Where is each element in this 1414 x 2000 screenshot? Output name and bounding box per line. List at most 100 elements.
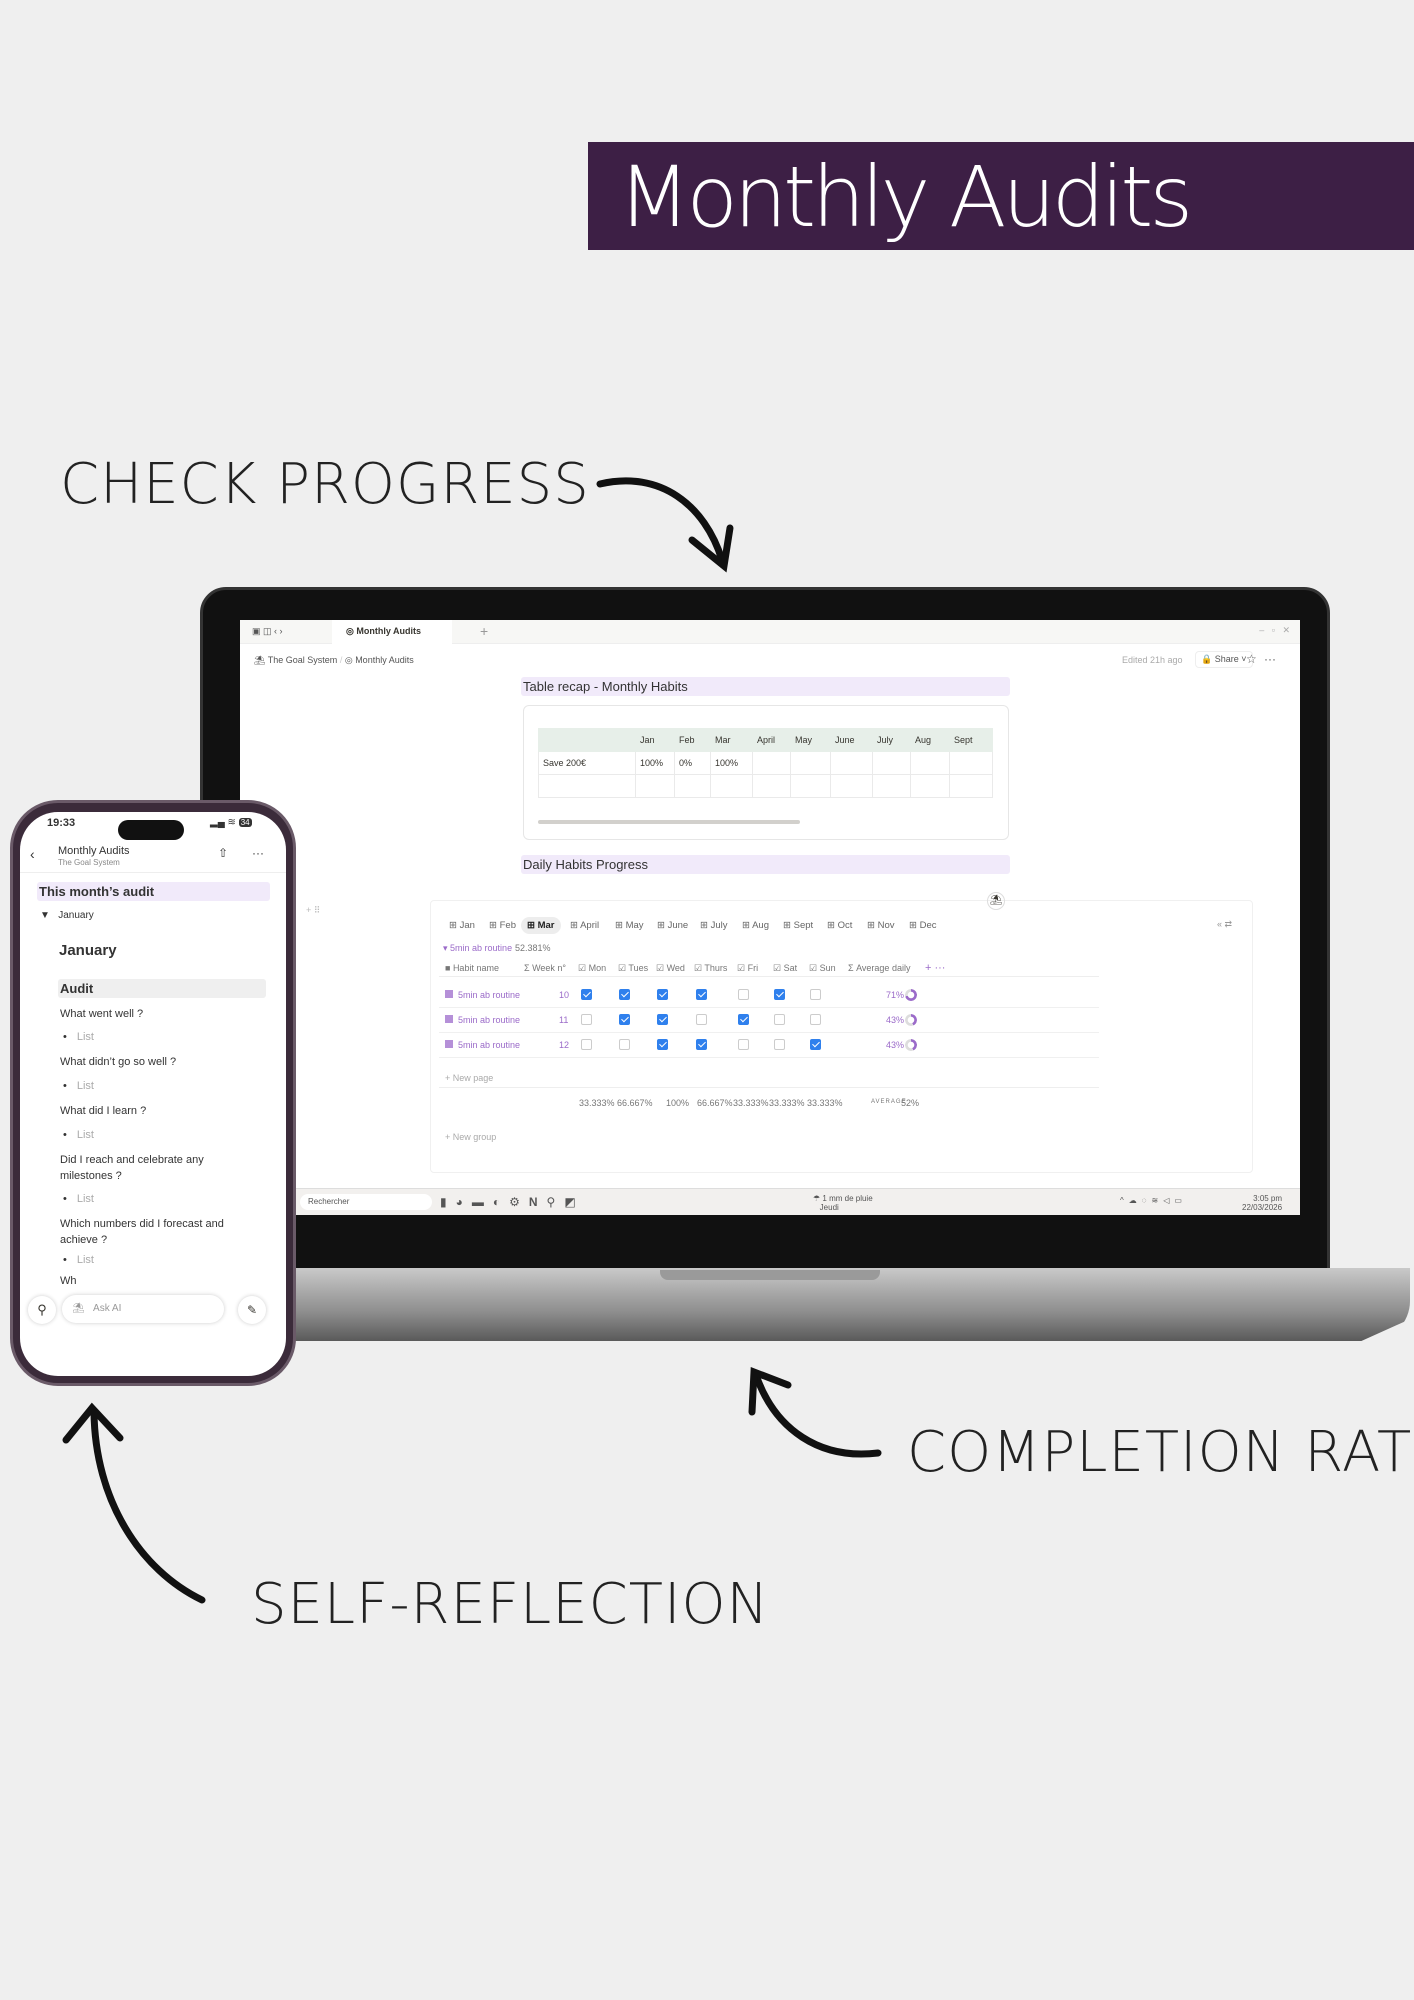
list-placeholder[interactable]: List [63, 1031, 94, 1043]
habit-name-link[interactable]: 5min ab routine [445, 1040, 520, 1050]
recap-cell[interactable] [830, 751, 873, 775]
column-header[interactable]: ☑ Thurs [694, 963, 727, 974]
column-header[interactable]: ☑ Fri [737, 963, 758, 974]
month-tab-jan[interactable]: ⊞ Jan [443, 917, 481, 934]
horizontal-scrollbar[interactable] [538, 820, 800, 824]
more-icon[interactable]: ··· [252, 846, 264, 860]
month-tab-june[interactable]: ⊞ June [651, 917, 694, 934]
day-checkbox[interactable] [619, 989, 630, 1000]
day-checkbox[interactable] [774, 1014, 785, 1025]
month-tab-aug[interactable]: ⊞ Aug [736, 917, 775, 934]
day-checkbox[interactable] [810, 989, 821, 1000]
month-tab-dec[interactable]: ⊞ Dec [903, 917, 943, 934]
system-tray-icons[interactable]: ^☁◌≋◁▭ [1120, 1196, 1187, 1205]
month-tab-sept[interactable]: ⊞ Sept [777, 917, 819, 934]
column-header[interactable]: ☑ Tues [618, 963, 648, 974]
recap-cell[interactable] [710, 774, 753, 798]
recap-cell[interactable] [830, 774, 873, 798]
taskbar-search[interactable]: Rechercher [300, 1194, 432, 1210]
habit-name-link[interactable]: 5min ab routine [445, 1015, 520, 1025]
recap-cell[interactable] [635, 774, 675, 798]
window-controls[interactable]: – ▫ ✕ [1259, 625, 1290, 635]
column-header[interactable]: ☑ Mon [578, 963, 606, 974]
recap-cell[interactable] [790, 751, 831, 775]
recap-cell[interactable]: 100% [635, 751, 675, 775]
day-checkbox[interactable] [619, 1039, 630, 1050]
day-checkbox[interactable] [810, 1039, 821, 1050]
column-type-icon: ☑ [694, 963, 705, 973]
new-page-button[interactable]: + New page [445, 1073, 494, 1083]
list-placeholder[interactable]: List [63, 1193, 94, 1205]
back-icon[interactable]: ‹ [30, 846, 35, 862]
ask-ai-input[interactable]: ⛱ Ask AI [62, 1295, 224, 1323]
new-tab-button[interactable]: + [480, 623, 489, 639]
day-checkbox[interactable] [774, 989, 785, 1000]
share-icon[interactable]: ⇧ [218, 846, 229, 860]
more-icon[interactable]: ··· [1264, 652, 1276, 666]
month-tab-feb[interactable]: ⊞ Feb [483, 917, 522, 934]
column-header[interactable]: Σ Week n° [524, 963, 566, 973]
recap-cell[interactable]: Save 200€ [538, 751, 636, 775]
month-tab-april[interactable]: ⊞ April [564, 917, 605, 934]
recap-cell[interactable] [752, 774, 791, 798]
sidebar-toggle-icon[interactable]: ▣ ◫ ‹ › [252, 626, 283, 636]
recap-cell[interactable] [910, 774, 950, 798]
recap-cell[interactable]: 100% [710, 751, 753, 775]
recap-cell[interactable] [674, 774, 711, 798]
recap-cell[interactable] [872, 751, 911, 775]
recap-cell[interactable] [872, 774, 911, 798]
column-header[interactable]: ☑ Sat [773, 963, 797, 974]
day-checkbox[interactable] [810, 1014, 821, 1025]
month-tab-nov[interactable]: ⊞ Nov [861, 917, 901, 934]
day-checkbox[interactable] [657, 989, 668, 1000]
habit-name-link[interactable]: 5min ab routine [445, 990, 520, 1000]
column-header[interactable]: Σ Average daily [848, 963, 910, 973]
compose-icon[interactable]: ✎ [238, 1296, 266, 1324]
star-icon[interactable]: ☆ [1246, 652, 1257, 666]
day-checkbox[interactable] [774, 1039, 785, 1050]
taskbar-app-icons[interactable]: ▮◕▬◐⚙N⚲◩ [440, 1195, 585, 1209]
group-header[interactable]: ▾ 5min ab routine [443, 943, 513, 953]
toggle-january[interactable]: ▼ January [40, 910, 94, 921]
share-button[interactable]: 🔒 Share ˅ [1195, 651, 1253, 668]
ai-assistant-button[interactable]: ⛱ [987, 892, 1005, 910]
day-checkbox[interactable] [738, 989, 749, 1000]
recap-cell[interactable] [752, 751, 791, 775]
column-header[interactable]: ■ Habit name [445, 963, 499, 973]
recap-cell[interactable]: 0% [674, 751, 711, 775]
breadcrumb-root[interactable]: ⛱ The Goal System / ◎ Monthly Audits [254, 655, 414, 665]
day-checkbox[interactable] [657, 1014, 668, 1025]
new-group-button[interactable]: + New group [445, 1132, 497, 1142]
day-checkbox[interactable] [696, 1014, 707, 1025]
weather-widget[interactable]: ☂ 1 mm de pluie Jeudi [813, 1194, 873, 1212]
day-checkbox[interactable] [738, 1039, 749, 1050]
day-checkbox[interactable] [657, 1039, 668, 1050]
recap-cell[interactable] [790, 774, 831, 798]
day-checkbox[interactable] [581, 989, 592, 1000]
column-header[interactable]: ☑ Sun [809, 963, 836, 974]
list-placeholder[interactable]: List [63, 1254, 94, 1266]
list-placeholder[interactable]: List [63, 1129, 94, 1141]
day-checkbox[interactable] [696, 1039, 707, 1050]
habits-database: « ⇄ ⊞ Jan⊞ Feb⊞ Mar⊞ April⊞ May⊞ June⊞ J… [430, 900, 1253, 1173]
recap-cell[interactable] [910, 751, 950, 775]
add-column-button[interactable]: + ··· [925, 962, 946, 974]
column-header[interactable]: ☑ Wed [656, 963, 685, 974]
month-tab-july[interactable]: ⊞ July [694, 917, 734, 934]
day-checkbox[interactable] [738, 1014, 749, 1025]
month-tab-mar[interactable]: ⊞ Mar [521, 917, 561, 934]
list-placeholder[interactable]: List [63, 1080, 94, 1092]
recap-cell[interactable] [538, 774, 636, 798]
month-tab-may[interactable]: ⊞ May [609, 917, 650, 934]
recap-cell[interactable] [949, 774, 993, 798]
tab-monthly-audits[interactable]: ◎ Monthly Audits [332, 620, 452, 644]
day-checkbox[interactable] [581, 1014, 592, 1025]
day-checkbox[interactable] [696, 989, 707, 1000]
recap-cell[interactable] [949, 751, 993, 775]
search-icon[interactable]: ⚲ [28, 1296, 56, 1324]
day-checkbox[interactable] [619, 1014, 630, 1025]
collapse-icon[interactable]: « ⇄ [1217, 919, 1233, 929]
drag-handle-icon[interactable]: + ⠿ [306, 905, 321, 915]
day-checkbox[interactable] [581, 1039, 592, 1050]
month-tab-oct[interactable]: ⊞ Oct [821, 917, 858, 934]
